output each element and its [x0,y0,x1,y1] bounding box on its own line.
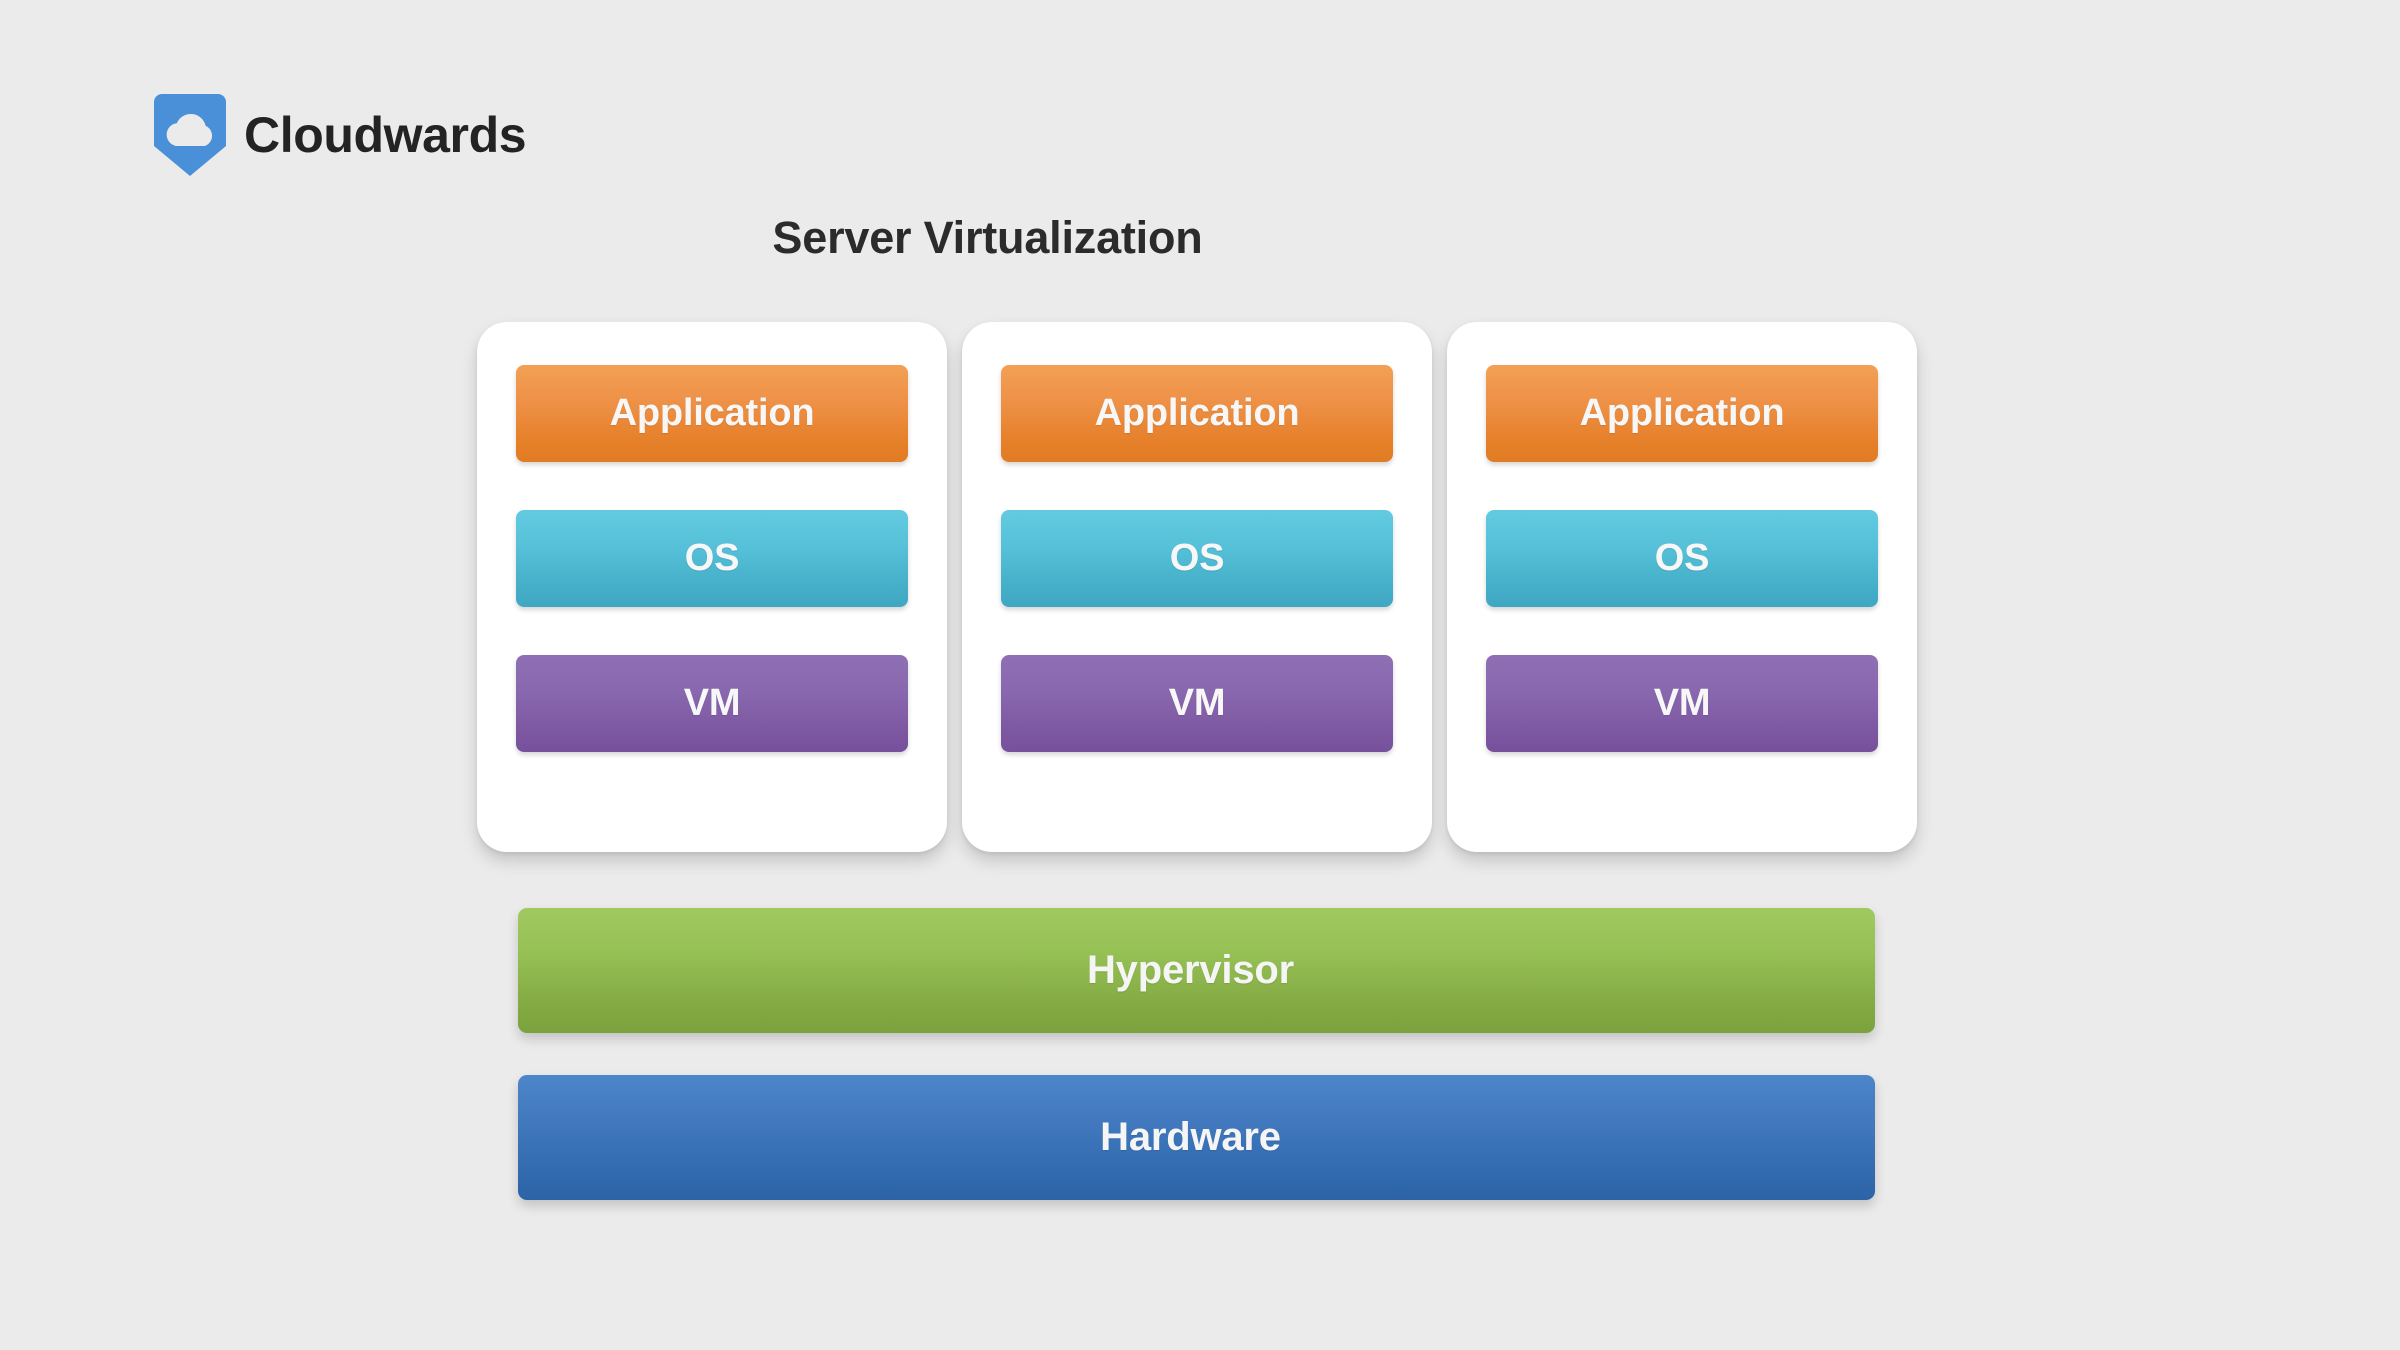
layer-vm-label: VM [1653,682,1711,724]
layer-application-label: Application [1094,392,1300,434]
layer-vm: VM [1486,655,1878,752]
layer-application: Application [1486,365,1878,462]
vm-card: Application OS VM [1447,322,1917,852]
layer-vm-label: VM [1168,682,1226,724]
layer-application-label: Application [1579,392,1785,434]
layer-application-label: Application [609,392,815,434]
layer-vm-label: VM [683,682,741,724]
layer-vm: VM [1001,655,1393,752]
layer-os-label: OS [1654,537,1710,579]
layer-application: Application [516,365,908,462]
vm-card: Application OS VM [962,322,1432,852]
brand-logo: Cloudwards [154,94,527,176]
layer-application: Application [1001,365,1393,462]
vm-card: Application OS VM [477,322,947,852]
page-title: Server Virtualization [772,212,1203,263]
brand-name: Cloudwards [244,107,527,163]
layer-os: OS [1486,510,1878,607]
layer-vm: VM [516,655,908,752]
hardware-bar: Hardware [518,1075,1875,1200]
layer-os-label: OS [1169,537,1225,579]
layer-os: OS [516,510,908,607]
hardware-label: Hardware [1100,1115,1281,1159]
hypervisor-label: Hypervisor [1087,948,1294,992]
layer-os: OS [1001,510,1393,607]
layer-os-label: OS [684,537,740,579]
vm-card-row: Application OS VM Application OS VM Appl… [477,322,1917,852]
cloud-shield-icon [154,94,226,176]
hypervisor-bar: Hypervisor [518,908,1875,1033]
